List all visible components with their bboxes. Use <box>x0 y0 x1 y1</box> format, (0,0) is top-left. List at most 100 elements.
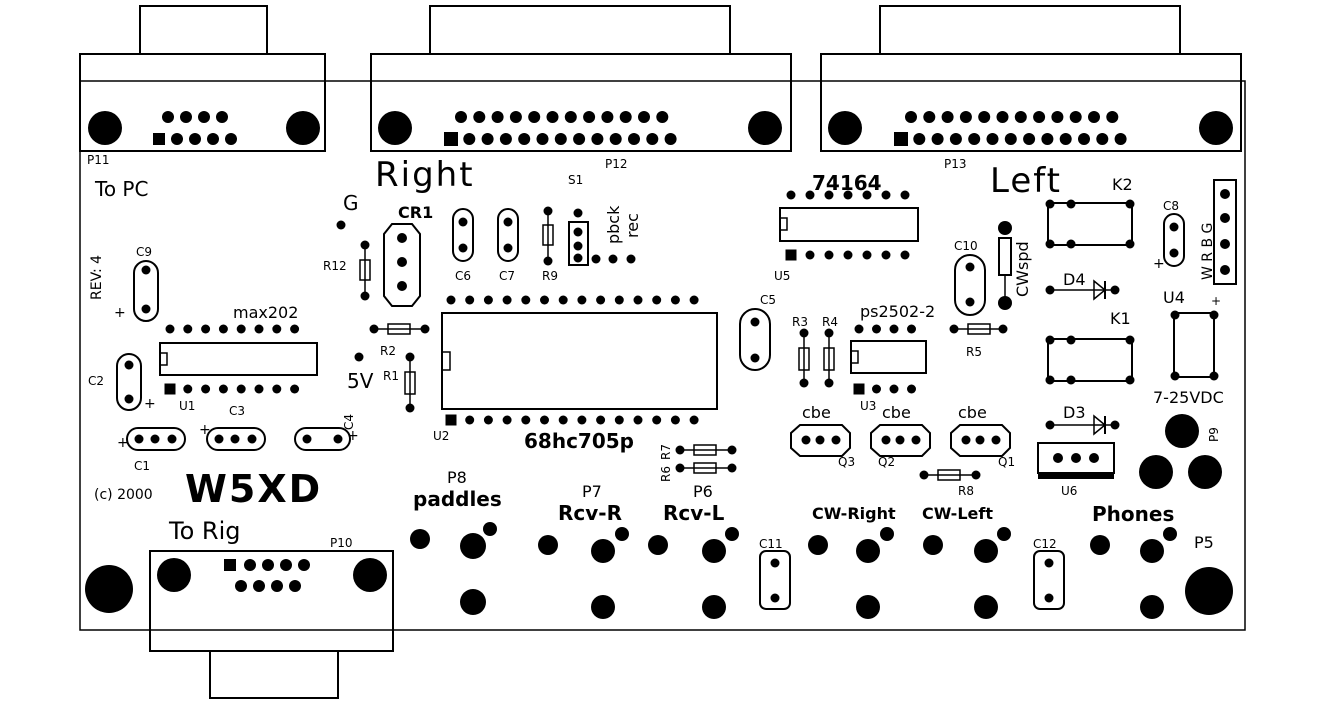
header-wrbg <box>1213 179 1237 285</box>
pin-pad <box>1114 133 1127 145</box>
label-c8-plus: + <box>1153 256 1165 272</box>
label-c9-plus: + <box>114 305 126 321</box>
label-u2: U2 <box>433 429 449 443</box>
pin-pad <box>1033 111 1046 123</box>
resistor-r8 <box>919 469 981 481</box>
label-5v: 5V <box>347 369 374 393</box>
label-cbe-q1: cbe <box>958 403 987 422</box>
diode-d4 <box>1045 279 1120 301</box>
pin-pad <box>805 250 815 260</box>
label-d4: D4 <box>1063 270 1086 289</box>
pin-pad <box>628 133 640 145</box>
relay-k2 <box>1045 199 1135 249</box>
pin-pad <box>862 250 872 260</box>
resistor-r12 <box>359 240 371 301</box>
pin-pad <box>805 190 815 200</box>
ic-u2 <box>441 295 718 426</box>
label-r1: R1 <box>383 369 399 383</box>
label-wrbg: W R B G <box>1200 223 1216 280</box>
pin-pad <box>1096 133 1109 145</box>
pin-pad <box>218 384 228 394</box>
jack-p6-rcv-l <box>648 527 739 619</box>
pin-pad <box>577 295 587 305</box>
label-cw-right: CW-Right <box>812 504 896 523</box>
pin-pad <box>1078 133 1090 145</box>
pin-pad <box>481 133 494 145</box>
label-w5xd: W5XD <box>185 467 322 511</box>
pin-pad <box>591 133 604 145</box>
resistor-r2 <box>369 323 430 335</box>
pin-pad <box>254 324 264 334</box>
label-to-rig: To Rig <box>168 517 240 545</box>
pin-pad <box>889 384 899 394</box>
connector-p13 <box>820 5 1242 152</box>
label-c11: C11 <box>759 537 783 551</box>
regulator-cr1 <box>383 223 421 307</box>
pin-pad <box>996 111 1009 123</box>
pin-pad <box>518 133 531 145</box>
resistor-r4 <box>823 328 835 388</box>
connector-p10 <box>149 550 394 699</box>
pin-pad <box>236 324 246 334</box>
pin-pad <box>445 414 457 426</box>
p12-pins <box>444 111 677 146</box>
pin-pad <box>502 415 512 425</box>
pin-pad <box>923 111 936 123</box>
pin-pad <box>824 250 834 260</box>
pin-pad <box>900 190 910 200</box>
resistor-r3 <box>798 328 810 388</box>
label-c3-plus: + <box>199 422 211 438</box>
potentiometer-cwspd <box>998 221 1012 310</box>
label-cw-left: CW-Left <box>922 504 993 523</box>
pin-pad <box>900 250 910 260</box>
pin-pad <box>583 111 596 123</box>
label-c1-plus: + <box>117 435 129 451</box>
pin-pad <box>236 384 246 394</box>
pin-pad <box>670 415 680 425</box>
pin-pad <box>853 383 865 395</box>
label-7-25vdc: 7-25VDC <box>1153 388 1224 407</box>
pin-pad <box>444 132 458 146</box>
pin-pad <box>483 295 493 305</box>
switch-s1 <box>568 208 636 266</box>
pin-pad <box>183 324 193 334</box>
label-cbe-q2: cbe <box>882 403 911 422</box>
pin-pad <box>521 415 531 425</box>
pin-pad <box>968 133 981 145</box>
label-cr1: CR1 <box>398 203 433 222</box>
connector-p12 <box>370 5 792 152</box>
transistor-q1 <box>950 424 1011 457</box>
pin-pad <box>664 133 677 145</box>
pin-pad <box>465 415 475 425</box>
pin-pad <box>633 415 643 425</box>
label-c2-plus: + <box>144 396 156 412</box>
pin-pad <box>554 133 567 145</box>
pin-pad <box>689 295 699 305</box>
pin-pad <box>646 133 659 145</box>
label-rcv-l: Rcv-L <box>663 501 725 525</box>
jack-phones <box>1090 527 1177 619</box>
pin-pad <box>509 111 522 123</box>
pin-pad <box>540 295 549 305</box>
pin-pad <box>619 111 632 123</box>
pin-pad <box>564 111 577 123</box>
label-c1: C1 <box>134 459 150 473</box>
pin-pad <box>689 415 699 425</box>
label-c4-plus: + <box>347 428 359 444</box>
pin-pad <box>913 133 926 145</box>
pin-pad <box>949 133 962 145</box>
label-r2: R2 <box>380 344 396 358</box>
pin-pad <box>290 384 300 394</box>
pin-pad <box>499 133 512 145</box>
transistor-q3 <box>790 424 851 457</box>
pin-pad <box>931 133 944 145</box>
label-d3: D3 <box>1063 403 1086 422</box>
pin-pad <box>1051 111 1064 123</box>
label-g: G <box>343 191 359 215</box>
pin-pad <box>272 384 282 394</box>
pin-pad <box>601 111 614 123</box>
pin-pad <box>656 111 669 123</box>
label-c8: C8 <box>1163 199 1179 213</box>
resistor-r7 <box>675 444 737 456</box>
